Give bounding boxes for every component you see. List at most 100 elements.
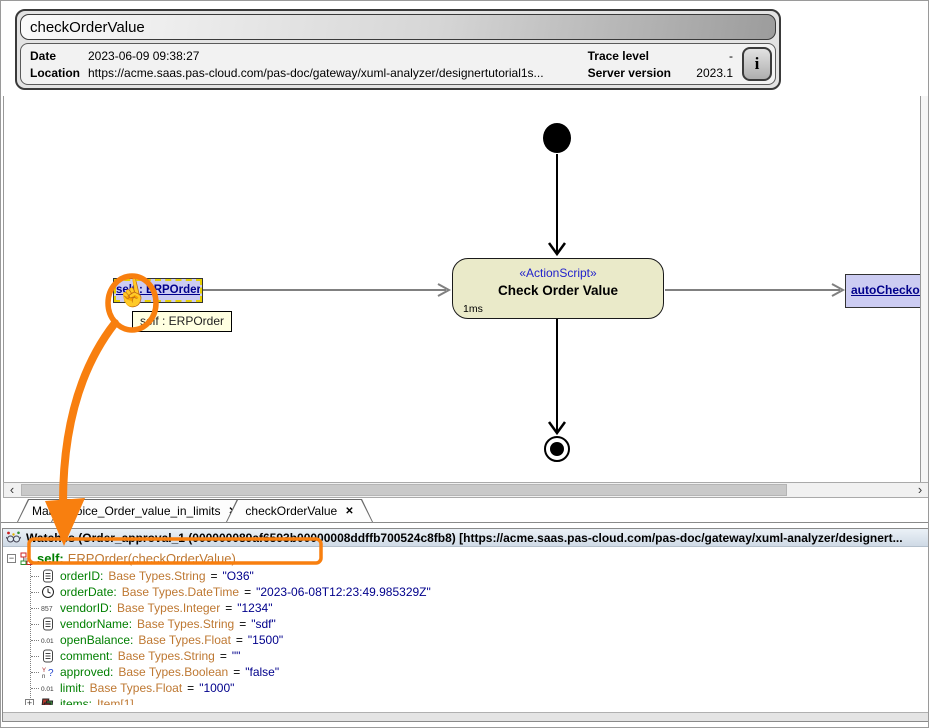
tab-label: choice_Order_value_in_limits [63, 504, 221, 518]
float-icon [41, 633, 55, 647]
canvas-vertical-scrollbar[interactable] [921, 96, 928, 482]
next-action-link[interactable]: autoCheckou [845, 274, 920, 308]
watch-name: orderID: [60, 569, 104, 583]
watch-value: "1234" [237, 601, 273, 615]
watch-root-row[interactable]: − self: ERPOrder(checkOrderValue) [3, 548, 928, 568]
server-version-value: 2023.1 [696, 65, 733, 80]
float-icon [41, 681, 55, 695]
tree-guide-line [30, 563, 31, 700]
watch-type: Base Types.String [117, 649, 215, 663]
items-icon [41, 697, 55, 705]
expand-icon[interactable]: + [25, 699, 34, 705]
equals-sign: = [187, 681, 195, 695]
watch-value: "" [231, 649, 241, 663]
watch-name: approved: [60, 665, 114, 679]
trace-info-right: Trace level - Server version 2023.1 [588, 49, 733, 80]
watches-icon [6, 531, 21, 543]
canvas-horizontal-scrollbar[interactable]: ‹ › [3, 482, 928, 498]
object-icon [20, 552, 33, 565]
equals-sign: = [244, 585, 252, 599]
action-node-check-order-value[interactable]: «ActionScript» Check Order Value 1ms [452, 258, 664, 319]
equals-sign: = [219, 649, 227, 663]
location-value: https://acme.saas.pas-cloud.com/pas-doc/… [88, 65, 544, 80]
integer-icon [41, 601, 55, 615]
watch-value: "sdf" [251, 617, 276, 631]
equals-sign: = [235, 633, 243, 647]
watch-name: vendorID: [60, 601, 113, 615]
scroll-right-icon[interactable]: › [917, 482, 923, 497]
watch-value: "1000" [199, 681, 235, 695]
datetime-icon [41, 585, 55, 599]
string-icon [41, 569, 55, 583]
hover-tooltip: self : ERPOrder [132, 311, 233, 332]
arrowhead-right-icon [831, 283, 846, 297]
watch-row[interactable]: vendorID: Base Types.Integer = "1234" [3, 600, 928, 616]
watch-name: items: [60, 697, 93, 705]
watch-root-type: ERPOrder(checkOrderValue) [67, 550, 236, 566]
watch-row[interactable]: vendorName: Base Types.String = "sdf" [3, 616, 928, 632]
equals-sign: = [239, 617, 247, 631]
watch-type: Base Types.String [108, 569, 206, 583]
diagram-canvas[interactable]: «ActionScript» Check Order Value 1ms sel… [3, 96, 921, 482]
watches-header: Watches (Order_approval_1 (000000089af65… [3, 529, 928, 547]
tab-close-icon[interactable]: ✕ [345, 505, 354, 517]
trace-info-panel: Date 2023-06-09 09:38:27 Location https:… [20, 43, 776, 85]
equals-sign: = [210, 569, 218, 583]
watch-row[interactable]: approved: Base Types.Boolean = "false" [3, 664, 928, 680]
watch-root-name: self: [37, 550, 64, 566]
string-icon [41, 617, 55, 631]
watch-type: Base Types.Float [89, 681, 183, 695]
watch-name: comment: [60, 649, 113, 663]
watch-value: "2023-06-08T12:23:49.985329Z" [256, 585, 431, 599]
arrowhead-down-icon [547, 242, 567, 257]
arrowhead-right-icon [437, 283, 452, 297]
action-name: Check Order Value [497, 283, 619, 298]
watch-name: vendorName: [60, 617, 133, 631]
trace-level-label: Trace level [587, 48, 649, 63]
hand-cursor-icon: ☝ [113, 274, 152, 312]
watches-horizontal-scrollbar[interactable] [3, 712, 928, 721]
stereotype-label: «ActionScript» [519, 266, 597, 280]
watch-row[interactable]: openBalance: Base Types.Float = "1500" [3, 632, 928, 648]
tab-checkOrderValue[interactable]: checkOrderValue ✕ [226, 499, 373, 522]
tab-choice_Order_value_in_limits[interactable]: choice_Order_value_in_limits ✕ [51, 499, 249, 522]
duration-label: 1ms [463, 303, 483, 315]
initial-node[interactable] [543, 123, 571, 153]
trace-level-value: - [729, 48, 733, 63]
trace-info-left: Date 2023-06-09 09:38:27 Location https:… [30, 49, 544, 80]
watch-row[interactable]: comment: Base Types.String = "" [3, 648, 928, 664]
watch-row[interactable]: orderDate: Base Types.DateTime = "2023-0… [3, 584, 928, 600]
watches-panel: Watches (Order_approval_1 (000000089af65… [2, 528, 928, 722]
watch-value: "O36" [222, 569, 254, 583]
string-icon [41, 649, 55, 663]
watches-tree: − self: ERPOrder(checkOrderValue) orderI… [3, 547, 928, 705]
arrowhead-down-icon [547, 421, 567, 436]
watch-type: Base Types.Float [138, 633, 231, 647]
watch-name: orderDate: [60, 585, 117, 599]
scroll-left-icon[interactable]: ‹ [9, 482, 15, 497]
scrollbar-thumb[interactable] [21, 484, 787, 496]
trace-header: checkOrderValue Date 2023-06-09 09:38:27… [15, 9, 781, 90]
watch-type: Base Types.Boolean [118, 665, 229, 679]
date-label: Date [30, 48, 57, 63]
diagram-edges [203, 123, 846, 462]
watch-name: limit: [60, 681, 85, 695]
collapse-icon[interactable]: − [7, 552, 16, 563]
tab-label: checkOrderValue [245, 504, 338, 518]
watch-row[interactable]: orderID: Base Types.String = "O36" [3, 568, 928, 584]
watch-rows: orderID: Base Types.String = "O36" order… [3, 568, 928, 705]
diagram-tabbar: Main choice_Order_value_in_limits ✕ chec… [1, 499, 928, 523]
location-label: Location [30, 65, 80, 80]
equals-sign: = [225, 601, 233, 615]
watch-value: "1500" [247, 633, 284, 647]
date-value: 2023-06-09 09:38:27 [88, 48, 200, 63]
info-button[interactable]: i [742, 47, 772, 81]
watch-name: openBalance: [60, 633, 134, 647]
server-version-label: Server version [587, 65, 671, 80]
watch-row[interactable]: limit: Base Types.Float = "1000" [3, 680, 928, 696]
watch-value: "false" [245, 665, 280, 679]
watch-type: Base Types.String [137, 617, 235, 631]
watch-type: Base Types.Integer [117, 601, 221, 615]
watch-row[interactable]: + items: Item[1] [3, 696, 928, 705]
